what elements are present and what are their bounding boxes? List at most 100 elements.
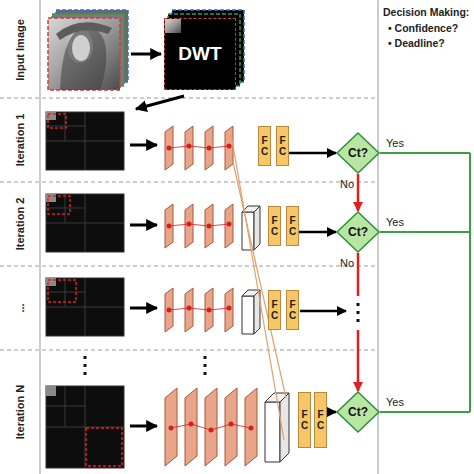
row-label: Iteration 1 (14, 114, 26, 167)
subband-grid (46, 141, 124, 142)
kernel-dot (229, 422, 234, 427)
reuse-line (233, 162, 286, 398)
ellipsis-dot (84, 372, 87, 375)
kernel-dot (187, 306, 192, 311)
receptive-field (189, 308, 209, 310)
node-text: F C (287, 299, 298, 321)
row-divider (0, 98, 378, 99)
fc-layer-box: F C (258, 126, 271, 166)
conv-layer (185, 204, 193, 248)
receptive-field (189, 146, 209, 148)
node-text: F C (315, 409, 326, 431)
ellipsis-dot (84, 364, 87, 367)
exit-line (469, 153, 471, 412)
subband-image (46, 194, 124, 252)
subband-grid (46, 208, 85, 209)
flow-arrow (130, 224, 157, 227)
fc-layer-box: F C (314, 392, 327, 448)
row-divider (0, 266, 378, 267)
node-text: Ct? (348, 225, 368, 239)
diamond-shape (337, 212, 379, 252)
node-text: Ct? (348, 146, 368, 160)
receptive-field (169, 224, 189, 226)
gap-mask (350, 296, 366, 330)
feature-cube (254, 206, 260, 250)
conv-layer (225, 388, 237, 466)
exit-line (380, 411, 470, 413)
receptive-field (169, 308, 189, 310)
ellipsis-dot (204, 364, 207, 367)
conv-layer (225, 204, 233, 248)
row-divider (0, 182, 378, 183)
branch-label: Yes (386, 137, 404, 149)
subband-image (46, 112, 124, 170)
row-label: Iteration 2 (14, 198, 26, 251)
diamond-shape (337, 133, 379, 173)
receptive-field (191, 424, 211, 430)
subband-image (46, 278, 124, 336)
subband-image (46, 386, 124, 468)
kernel-dot (167, 308, 172, 313)
branch-label: Yes (386, 216, 404, 228)
image-detail (60, 28, 106, 90)
conv-layer (205, 388, 217, 466)
kernel-dot (249, 426, 254, 431)
kernel-dot (227, 306, 232, 311)
diamond-shape (337, 392, 379, 432)
fc-layer-box: F C (286, 206, 299, 246)
patch-marker (48, 280, 76, 302)
row-label: ... (14, 303, 26, 312)
node-text: F C (277, 135, 288, 157)
subband-grid (46, 307, 124, 308)
patch-marker (48, 114, 66, 128)
subband-grid (46, 292, 85, 293)
fc-layer-box: F C (268, 290, 281, 330)
fc-layer-box: F C (276, 126, 289, 166)
node-text: F C (287, 215, 298, 237)
bullet-item: • Confidence? (388, 22, 458, 34)
decision-diamond: Ct? (336, 132, 380, 174)
row-label: Input Image (14, 19, 26, 81)
image-detail (72, 35, 90, 61)
kernel-dot (227, 222, 232, 227)
kernel-dot (187, 144, 192, 149)
node-text: DWT (178, 43, 221, 65)
kernel-dot (189, 422, 194, 427)
branch-label: Yes (386, 396, 404, 408)
kernel-dot (169, 426, 174, 431)
conv-layer (185, 126, 193, 170)
kernel-dot (207, 308, 212, 313)
column-divider (40, 0, 41, 474)
branch-label: No (324, 178, 354, 190)
receptive-field (231, 424, 251, 428)
conv-layer (225, 126, 233, 170)
ellipsis-dot (204, 356, 207, 359)
receptive-field (189, 224, 209, 226)
node-text: Ct? (348, 405, 368, 419)
row-divider (0, 350, 378, 351)
flow-connector (289, 152, 336, 155)
receptive-field (211, 424, 231, 430)
branch-label: No (324, 257, 354, 269)
kernel-dot (227, 144, 232, 149)
flow-connector (357, 174, 360, 211)
node-text: F C (269, 299, 280, 321)
ellipsis-dot (357, 319, 360, 322)
ellipsis-dot (204, 372, 207, 375)
patch-marker (86, 428, 122, 466)
kernel-dot (167, 224, 172, 229)
row-label: Iteration N (14, 385, 26, 439)
exit-line (380, 152, 470, 154)
reuse-line (231, 134, 284, 440)
ellipsis-dot (84, 356, 87, 359)
dwt-inset (165, 19, 181, 33)
flow-connector (327, 411, 336, 414)
flow-arrow (130, 307, 157, 310)
node-text: F C (299, 409, 310, 431)
kernel-dot (207, 146, 212, 151)
flow-arrow (300, 310, 346, 313)
exit-line (380, 231, 470, 233)
flow-arrow (130, 144, 157, 147)
